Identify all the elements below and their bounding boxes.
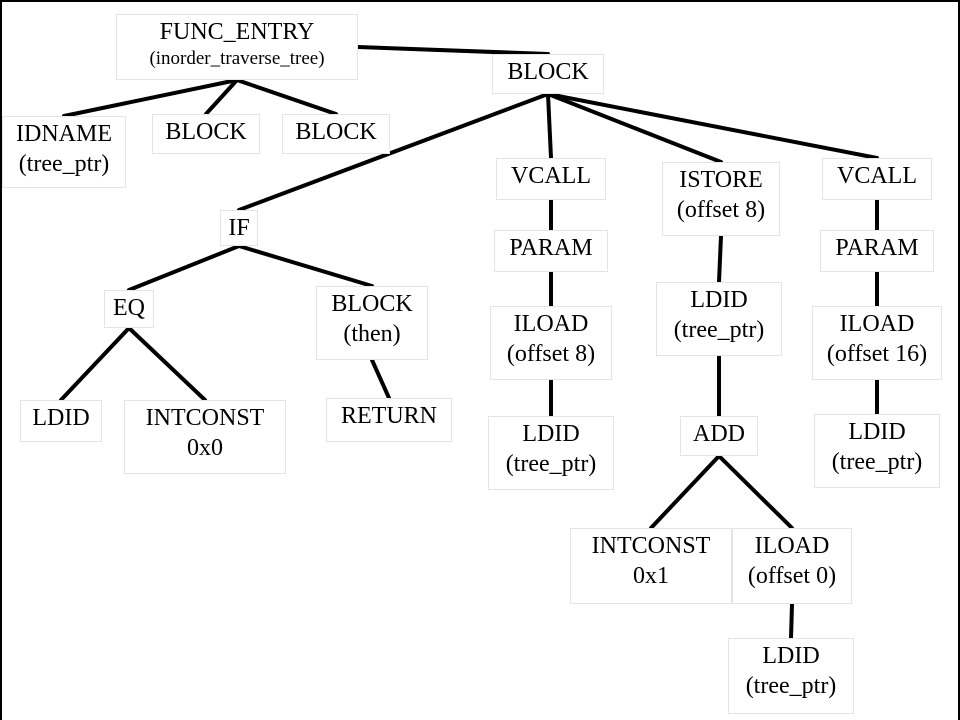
node-ldid: LDID xyxy=(20,400,102,442)
node-label: VCALL xyxy=(837,163,917,189)
node-sublabel: (tree_ptr) xyxy=(18,151,110,177)
node-ldid-tree-ptr-1: LDID (tree_ptr) xyxy=(488,416,614,490)
node-sublabel: 0x1 xyxy=(633,563,669,589)
node-label: ADD xyxy=(693,421,745,447)
node-sublabel: (tree_ptr) xyxy=(505,451,597,477)
node-sublabel: (inorder_traverse_tree) xyxy=(149,48,325,69)
node-label: PARAM xyxy=(835,235,919,261)
node-label: LDID xyxy=(690,287,748,313)
frame-left-border xyxy=(0,0,2,720)
node-iload-offset-0: ILOAD (offset 0) xyxy=(732,528,852,604)
node-ldid-tree-ptr-4: LDID (tree_ptr) xyxy=(814,414,940,488)
node-block-right: BLOCK xyxy=(282,114,390,154)
node-param-1: PARAM xyxy=(494,230,608,272)
node-vcall-2: VCALL xyxy=(822,158,932,200)
node-label: ILOAD xyxy=(754,533,830,559)
edge-func_entry-to-block_b xyxy=(235,78,338,116)
node-sublabel: (offset 8) xyxy=(676,197,766,223)
node-intconst-0x0: INTCONST 0x0 xyxy=(124,400,286,474)
node-label: BLOCK xyxy=(295,119,377,145)
node-sublabel: (offset 16) xyxy=(826,341,928,367)
node-label: EQ xyxy=(113,295,145,321)
edge-add-to-iload_0 xyxy=(717,454,794,530)
node-label: INTCONST xyxy=(591,533,711,559)
edge-if_node-to-eq xyxy=(127,244,241,292)
node-label: BLOCK xyxy=(507,59,589,85)
edge-iload_0-to-ldid_3 xyxy=(789,602,794,640)
frame-top-border xyxy=(0,0,960,2)
node-ldid-tree-ptr-2: LDID (tree_ptr) xyxy=(656,282,782,356)
node-sublabel: (then) xyxy=(343,321,401,347)
node-block-left: BLOCK xyxy=(152,114,260,154)
edge-block_main-to-vcall_1 xyxy=(546,92,553,160)
node-block-main: BLOCK xyxy=(492,54,604,94)
node-ldid-tree-ptr-3: LDID (tree_ptr) xyxy=(728,638,854,714)
node-label: LDID xyxy=(32,405,90,431)
node-sublabel: 0x0 xyxy=(187,435,223,461)
node-intconst-0x1: INTCONST 0x1 xyxy=(570,528,732,604)
node-func-entry: FUNC_ENTRY (inorder_traverse_tree) xyxy=(116,14,358,80)
edge-block_main-to-vcall_2 xyxy=(546,92,879,160)
node-label: VCALL xyxy=(511,163,591,189)
edge-block_main-to-istore xyxy=(546,92,723,164)
edge-block_main-to-if_node xyxy=(237,92,550,212)
edge-eq-to-intconst_0 xyxy=(127,326,207,402)
node-sublabel: (offset 0) xyxy=(747,563,837,589)
node-sublabel: (offset 8) xyxy=(506,341,596,367)
edge-func_entry-to-block_main xyxy=(356,45,550,56)
node-label: PARAM xyxy=(509,235,593,261)
node-vcall-1: VCALL xyxy=(496,158,606,200)
node-label: ISTORE xyxy=(679,167,763,193)
node-label: LDID xyxy=(762,643,820,669)
node-istore: ISTORE (offset 8) xyxy=(662,162,780,236)
node-sublabel: (tree_ptr) xyxy=(673,317,765,343)
node-iload-offset-16: ILOAD (offset 16) xyxy=(812,306,942,380)
node-block-then: BLOCK (then) xyxy=(316,286,428,360)
node-eq: EQ xyxy=(104,290,154,328)
node-add: ADD xyxy=(680,416,758,456)
frame-right-border xyxy=(958,0,960,720)
edge-if_node-to-block_then xyxy=(237,244,374,288)
node-label: LDID xyxy=(522,421,580,447)
node-label: BLOCK xyxy=(331,291,413,317)
node-param-2: PARAM xyxy=(820,230,934,272)
node-label: INTCONST xyxy=(145,405,265,431)
edge-func_entry-to-block_a xyxy=(204,78,239,116)
node-idname: IDNAME (tree_ptr) xyxy=(2,116,126,188)
node-label: FUNC_ENTRY xyxy=(159,19,315,45)
node-label: RETURN xyxy=(341,403,437,429)
node-label: BLOCK xyxy=(165,119,247,145)
node-sublabel: (tree_ptr) xyxy=(745,673,837,699)
edge-add-to-intconst_1 xyxy=(649,454,721,530)
edge-istore-to-ldid_2 xyxy=(717,234,723,284)
node-sublabel: (tree_ptr) xyxy=(831,449,923,475)
node-label: ILOAD xyxy=(839,311,915,337)
node-label: ILOAD xyxy=(513,311,589,337)
node-iload-offset-8: ILOAD (offset 8) xyxy=(490,306,612,380)
node-if: IF xyxy=(220,210,258,246)
node-label: IF xyxy=(228,215,250,241)
edge-func_entry-to-idname xyxy=(62,78,239,118)
edge-block_then-to-return_node xyxy=(370,358,391,400)
edge-eq-to-ldid_eq xyxy=(59,326,131,402)
node-label: IDNAME xyxy=(16,121,112,147)
node-return: RETURN xyxy=(326,398,452,442)
node-label: LDID xyxy=(848,419,906,445)
